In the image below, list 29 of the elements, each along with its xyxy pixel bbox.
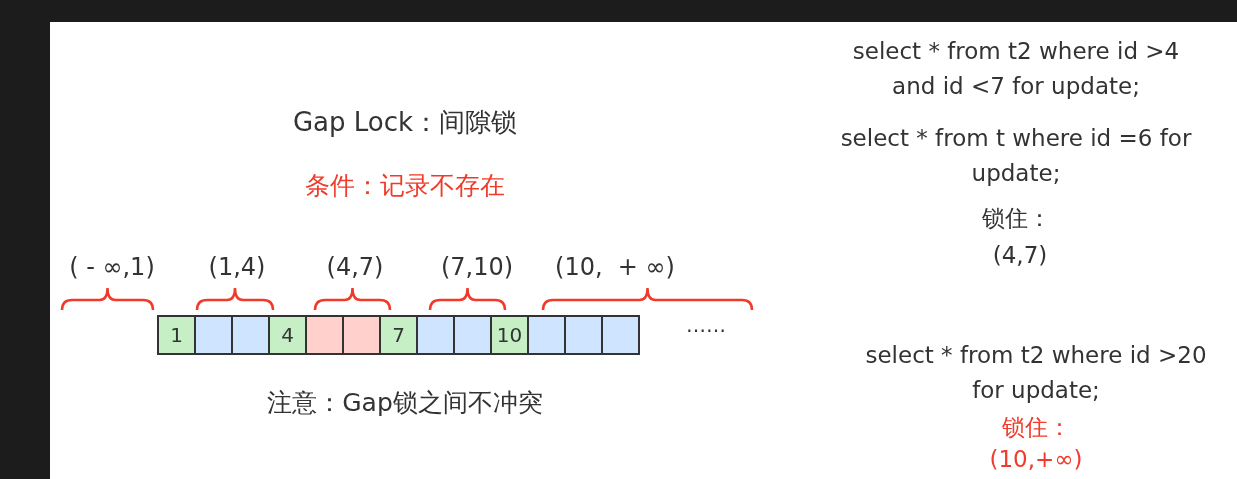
sql-query: select * from t where id =6 for update; <box>839 124 1193 188</box>
record-cell: 4 <box>268 315 307 355</box>
gap-cell <box>416 315 455 355</box>
gap-cell <box>305 315 344 355</box>
gap-cell <box>342 315 381 355</box>
sql-query: select * from t2 where id >20 for update; <box>864 341 1208 405</box>
lock-range: (10,+∞) <box>988 445 1084 474</box>
gap-cell <box>601 315 640 355</box>
sql-query: select * from t2 where id >4 and id <7 for update; <box>851 37 1181 101</box>
interval-label: (1,4) <box>207 252 267 283</box>
lock-range: (4,7) <box>991 241 1049 270</box>
gap-cell <box>564 315 603 355</box>
record-cell: 1 <box>157 315 196 355</box>
ellipsis: …… <box>685 312 727 339</box>
record-cell: 7 <box>379 315 418 355</box>
lock-label: 锁住： <box>980 204 1052 233</box>
gap-cell <box>527 315 566 355</box>
interval-label: (10, + ∞) <box>554 252 676 283</box>
gap-cell <box>453 315 492 355</box>
gap-cell <box>231 315 270 355</box>
record-cell: 10 <box>490 315 529 355</box>
lock-label: 锁住： <box>1000 413 1072 442</box>
interval-label: ( - ∞,1) <box>68 252 156 283</box>
gap-cell <box>194 315 233 355</box>
interval-label: (7,10) <box>439 252 515 283</box>
condition-note: 条件：记录不存在 <box>304 170 506 202</box>
interval-label: (4,7) <box>325 252 385 283</box>
note: 注意：Gap锁之间不冲突 <box>266 387 544 419</box>
heading: Gap Lock：间隙锁 <box>291 106 519 139</box>
